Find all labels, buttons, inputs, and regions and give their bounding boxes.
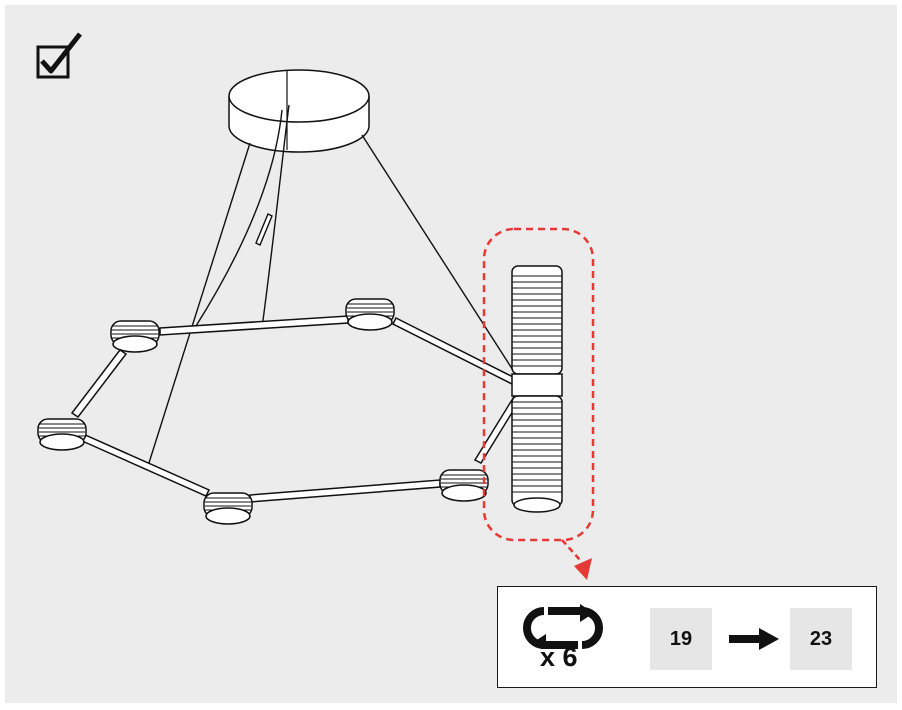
frame-rods	[70, 315, 523, 503]
suspension-wires	[147, 104, 519, 467]
from-step-number: 19	[650, 608, 712, 670]
threaded-connector	[511, 265, 563, 513]
right-arrow-icon	[729, 628, 779, 650]
led-ring-node	[37, 418, 87, 451]
led-ring-node	[203, 492, 253, 525]
to-step-number: 23	[790, 608, 852, 670]
repeat-cycle-icon	[523, 604, 603, 649]
repeat-step-box: x 6 19 23	[497, 586, 877, 688]
checked-checkbox-icon	[36, 32, 82, 79]
led-ring-node	[345, 298, 395, 331]
repeat-count-label: x 6	[540, 642, 578, 672]
ceiling-canopy	[228, 69, 370, 153]
led-ring-node	[439, 469, 489, 502]
highlight-callout	[482, 227, 595, 580]
led-ring-node	[110, 320, 160, 353]
